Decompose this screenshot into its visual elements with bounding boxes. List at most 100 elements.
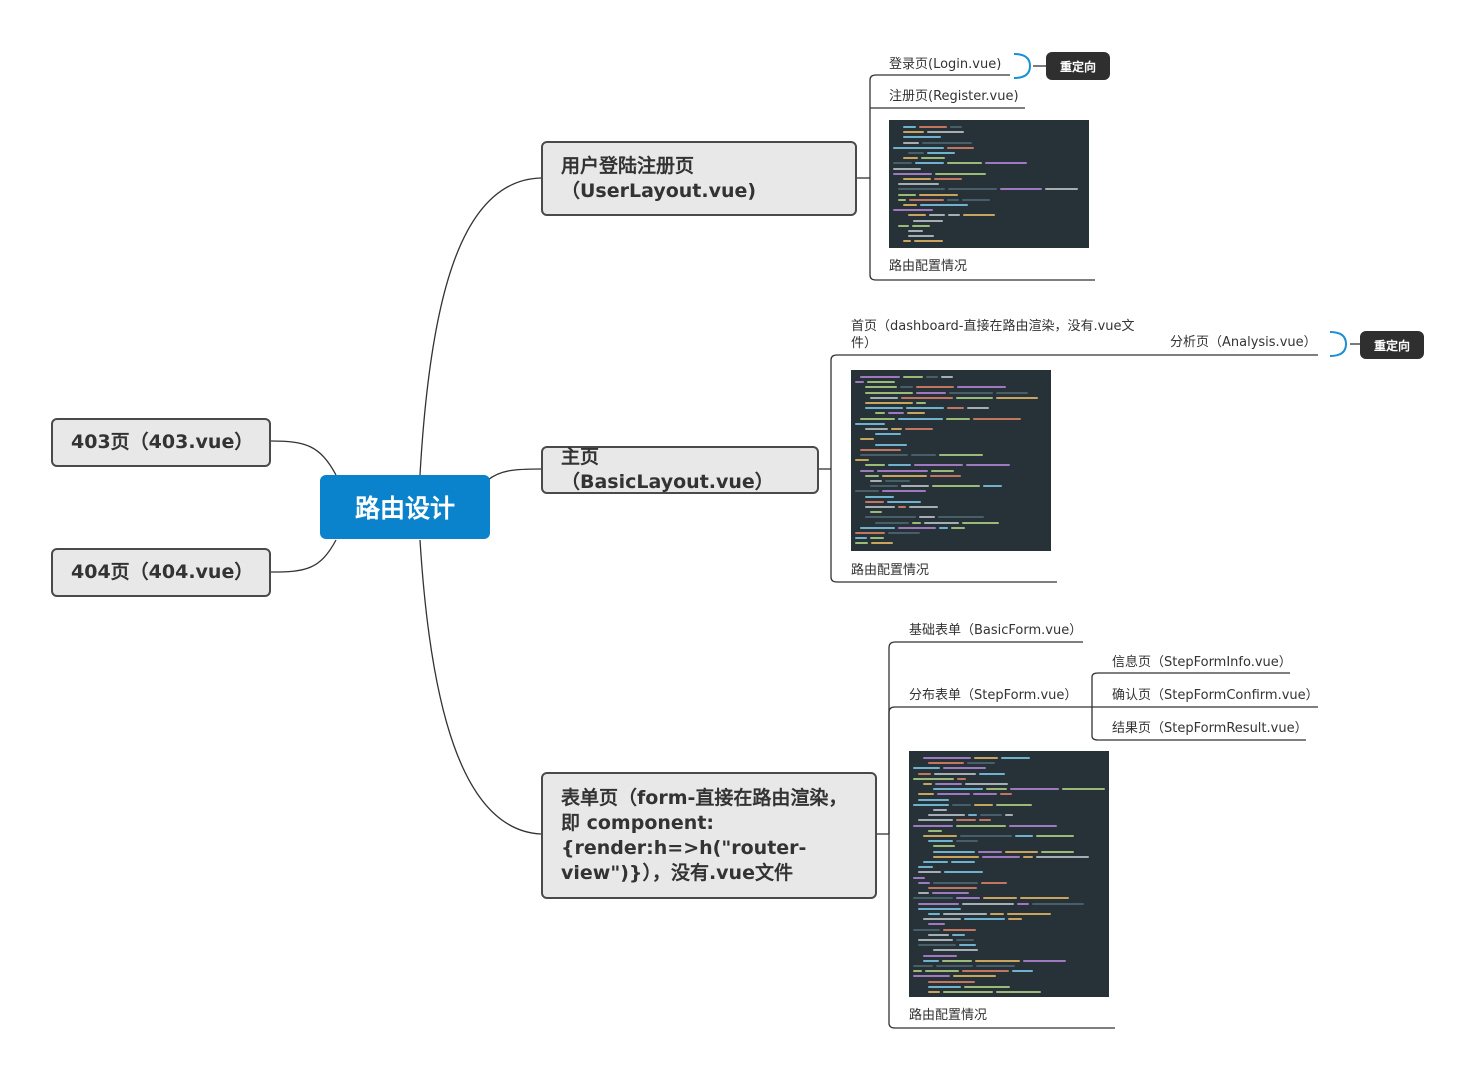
- code-line-segment: [968, 814, 978, 817]
- code-line-segment: [903, 141, 919, 144]
- code-line-segment: [884, 480, 910, 482]
- code-line-segment: [936, 793, 971, 796]
- code-line-segment: [915, 402, 927, 404]
- leaf-step-form-confirm[interactable]: 确认页（StepFormConfirm.vue）: [1112, 688, 1319, 703]
- code-line-segment: [865, 506, 896, 508]
- code-line-segment: [913, 767, 940, 770]
- code-line-segment: [967, 407, 990, 410]
- code-line-segment: [903, 136, 942, 139]
- code-line-segment: [875, 521, 909, 524]
- code-line-segment: [915, 391, 947, 394]
- code-line-segment: [983, 897, 1017, 900]
- code-line-segment: [960, 835, 1012, 837]
- code-line-segment: [918, 793, 934, 796]
- code-line-segment: [946, 198, 959, 201]
- code-line-segment: [903, 376, 924, 378]
- code-line-segment: [904, 428, 934, 430]
- code-screenshot-user-layout: [889, 120, 1089, 248]
- code-line-segment: [974, 757, 999, 759]
- leaf-login-page[interactable]: 登录页(Login.vue): [889, 57, 1002, 72]
- code-line-segment: [923, 757, 972, 759]
- code-line-segment: [867, 381, 896, 384]
- code-line-segment: [949, 391, 993, 394]
- code-line-segment: [1036, 855, 1090, 858]
- code-line-segment: [983, 485, 1003, 488]
- image-caption-basic-layout: 路由配置情况: [851, 563, 930, 578]
- code-line-segment: [1006, 913, 1052, 915]
- code-line-segment: [995, 803, 1033, 806]
- code-line-segment: [932, 881, 979, 884]
- leaf-step-form[interactable]: 分布表单（StepForm.vue）: [909, 688, 1078, 703]
- code-line-segment: [881, 490, 927, 493]
- code-line-segment: [956, 840, 979, 843]
- code-line-segment: [887, 412, 904, 415]
- code-line-segment: [961, 198, 991, 201]
- code-line-segment: [870, 396, 898, 399]
- code-line-segment: [875, 412, 885, 415]
- code-line-segment: [956, 777, 966, 780]
- image-caption-user-layout: 路由配置情况: [889, 259, 968, 274]
- leaf-step-form-info[interactable]: 信息页（StepFormInfo.vue）: [1112, 655, 1292, 670]
- code-line-segment: [860, 469, 874, 472]
- code-line-segment: [898, 198, 907, 201]
- leaf-register-page[interactable]: 注册页(Register.vue): [889, 89, 1019, 104]
- code-line-segment: [888, 464, 911, 467]
- code-line-segment: [956, 386, 1006, 389]
- code-line-segment: [933, 855, 979, 858]
- code-line-segment: [913, 970, 923, 973]
- code-line-segment: [934, 783, 963, 785]
- leaf-basic-form[interactable]: 基础表单（BasicForm.vue）: [909, 623, 1083, 638]
- code-line-segment: [918, 944, 956, 947]
- code-line-segment: [928, 980, 975, 983]
- code-line-segment: [913, 975, 950, 978]
- code-line-segment: [950, 126, 962, 128]
- code-line-segment: [955, 939, 974, 941]
- code-line-segment: [933, 788, 983, 791]
- code-line-segment: [908, 230, 924, 232]
- code-line-segment: [893, 162, 912, 165]
- node-403-page[interactable]: 403页（403.vue）: [51, 418, 271, 467]
- leaf-dashboard[interactable]: 首页（dashboard-直接在路由渲染，没有.vue文件）: [851, 319, 1135, 351]
- code-line-segment: [995, 391, 1029, 394]
- code-line-segment: [956, 819, 976, 822]
- leaf-step-form-result[interactable]: 结果页（StepFormResult.vue）: [1112, 721, 1308, 736]
- code-line-segment: [1019, 897, 1069, 900]
- code-line-segment: [909, 506, 938, 508]
- redirect-tag-analysis[interactable]: 重定向: [1360, 331, 1424, 359]
- code-line-segment: [933, 772, 976, 775]
- redirect-tag-login[interactable]: 重定向: [1046, 52, 1110, 80]
- code-line-segment: [933, 845, 956, 848]
- code-line-segment: [946, 417, 970, 420]
- code-line-segment: [933, 949, 979, 952]
- node-form-page[interactable]: 表单页（form-直接在路由渲染，即 component:{render:h=>…: [541, 772, 877, 899]
- code-line-segment: [1014, 835, 1034, 837]
- code-line-segment: [913, 824, 953, 827]
- code-line-segment: [898, 193, 916, 196]
- code-line-segment: [973, 793, 997, 796]
- root-topic[interactable]: 路由设计: [320, 475, 490, 539]
- code-line-segment: [893, 209, 933, 212]
- code-line-segment: [928, 991, 941, 993]
- code-line-segment: [918, 819, 954, 822]
- node-basic-layout[interactable]: 主页（BasicLayout.vue）: [541, 446, 819, 494]
- code-line-segment: [962, 521, 999, 524]
- code-line-segment: [946, 162, 983, 165]
- code-line-segment: [870, 480, 882, 482]
- code-line-segment: [918, 866, 933, 869]
- code-line-segment: [913, 464, 964, 467]
- code-line-segment: [976, 965, 1015, 967]
- node-user-layout[interactable]: 用户登陆注册页（UserLayout.vue): [541, 141, 857, 216]
- code-line-segment: [919, 204, 968, 206]
- code-line-segment: [914, 240, 943, 243]
- leaf-analysis-page[interactable]: 分析页（Analysis.vue）: [1170, 335, 1317, 350]
- code-line-segment: [870, 542, 893, 545]
- code-line-segment: [903, 178, 931, 180]
- code-line-segment: [860, 376, 901, 378]
- code-line-segment: [905, 407, 945, 410]
- code-line-segment: [870, 485, 899, 488]
- code-line-segment: [911, 224, 931, 227]
- code-line-segment: [921, 141, 973, 144]
- code-line-segment: [923, 954, 958, 957]
- node-404-page[interactable]: 404页（404.vue）: [51, 548, 271, 597]
